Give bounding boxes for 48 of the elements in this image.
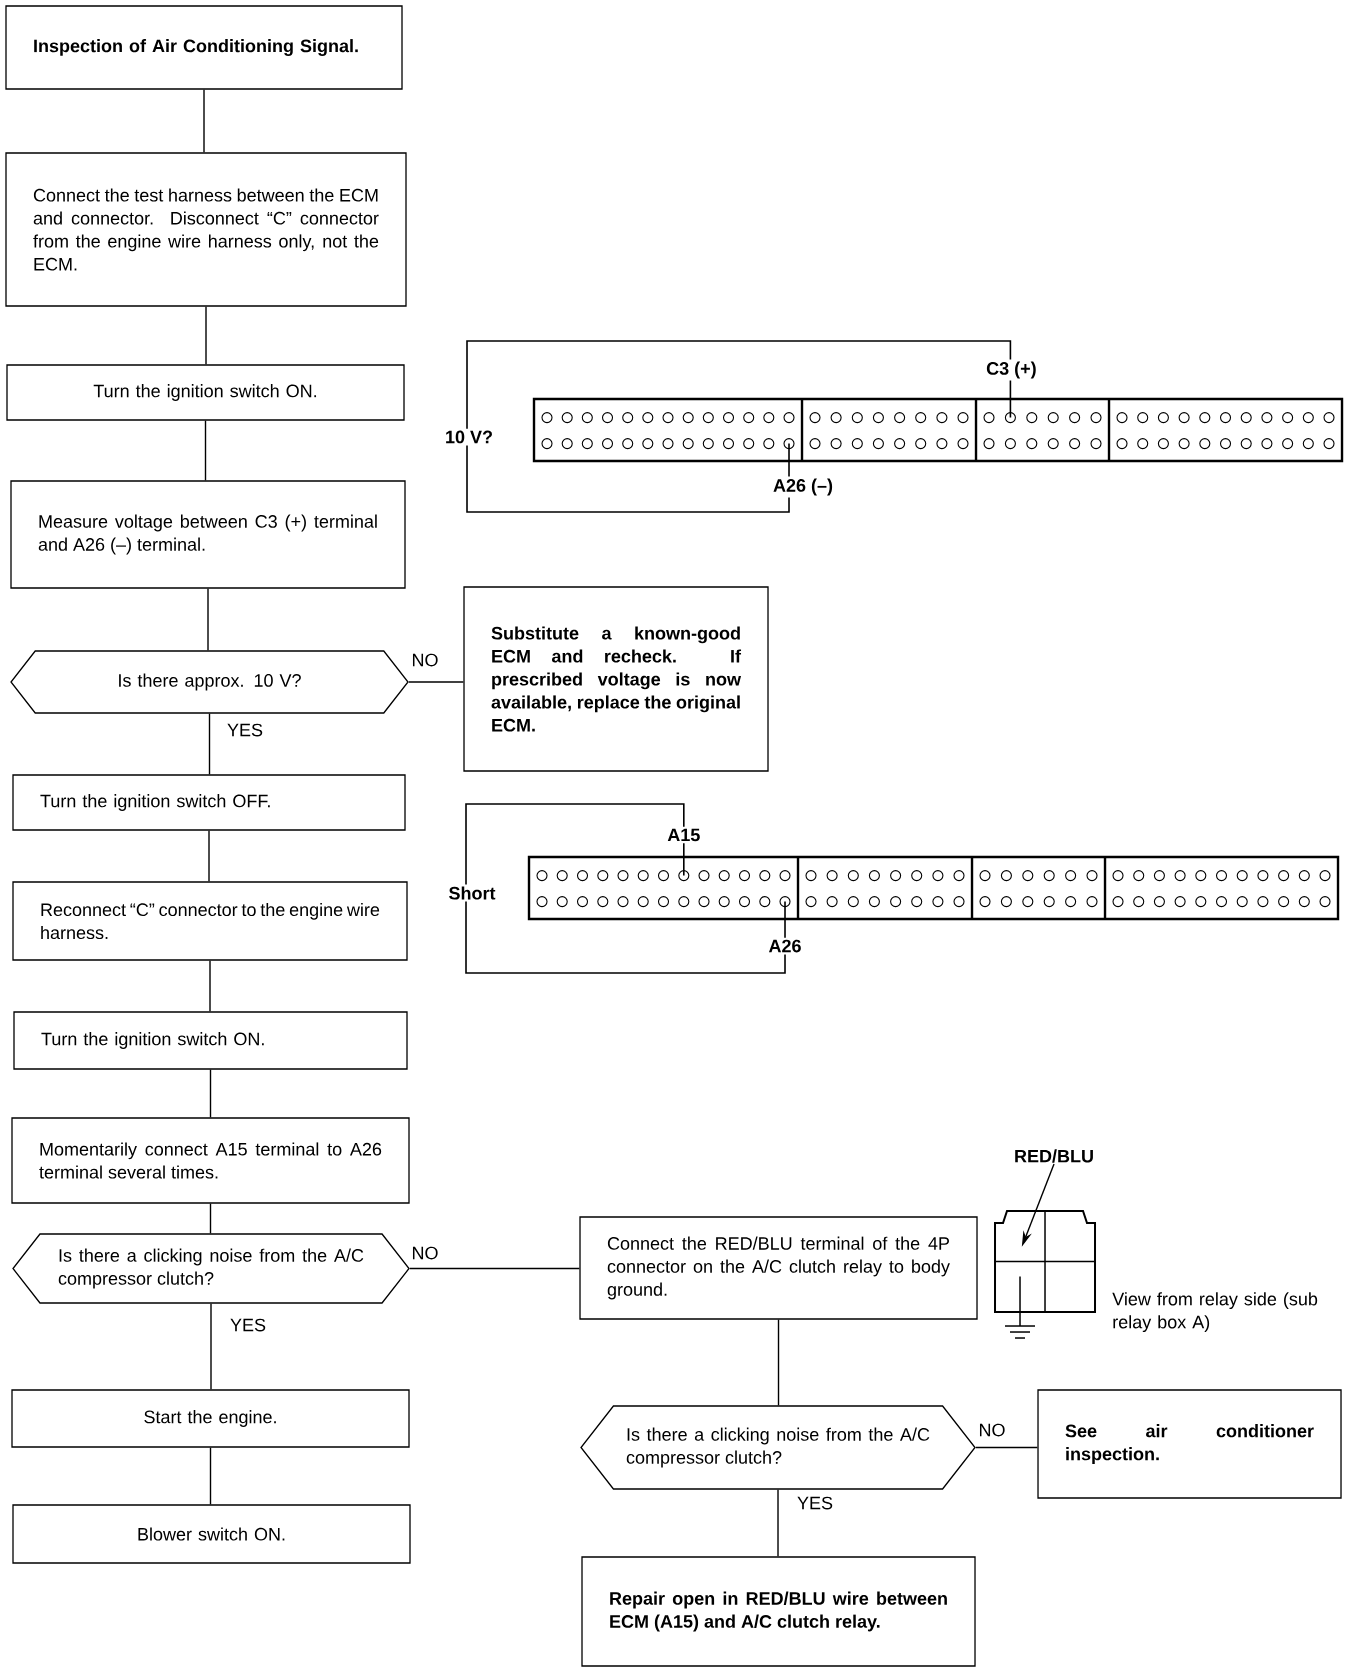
process-box: Reconnect “C” connector to the engine wire harness. (12, 881, 408, 961)
connector-line (409, 1267, 581, 1270)
process-box: Connect the RED/BLU terminal of the 4P connector on the A/C clutch relay to body ground. (579, 1216, 978, 1320)
process-box: Inspection of Air Conditioning Signal. (5, 5, 403, 90)
decision-box: Is there approx. 10 V? (10, 650, 409, 714)
relay-connector-drawing (994, 1210, 1096, 1339)
edge-label: NO (410, 1245, 440, 1261)
connector-line (975, 1446, 1039, 1449)
connector-line (207, 587, 209, 652)
process-box: Momentarily connect A15 terminal to A26 terminal several times. (11, 1117, 410, 1204)
edge-label: YES (226, 722, 264, 738)
wire-color-label: RED/BLU (1015, 1149, 1093, 1163)
connector-line (209, 959, 211, 1013)
process-box: Substitute a known-good ECM and recheck. If prescribed voltage is now available, replace the original ECM. (463, 586, 769, 772)
edge-label: YES (229, 1317, 267, 1333)
pin-label: A15 (665, 826, 703, 844)
process-box: Turn the ignition switch OFF. (12, 774, 406, 831)
edge-label: YES (796, 1495, 834, 1511)
connector-line (203, 88, 205, 154)
connector-line (205, 305, 207, 366)
pin-label: A26 (766, 937, 804, 955)
connector-line (208, 829, 210, 883)
connector-line (208, 712, 211, 776)
connector-line (204, 419, 207, 482)
process-box: Turn the ignition switch ON. (6, 364, 405, 421)
process-box: See air conditioner inspection. (1037, 1389, 1342, 1499)
process-box: Measure voltage between C3 (+) terminal and A26 (–) terminal. (10, 480, 406, 589)
connector-line (209, 1202, 212, 1235)
connector-line (209, 1068, 212, 1119)
jumper-label: Short (446, 884, 498, 902)
process-box: Blower switch ON. (12, 1504, 411, 1564)
process-box: Turn the ignition switch ON. (13, 1011, 408, 1070)
process-box: Connect the test harness between the ECM and connector. Disconnect “C” connector from the engine wire harness only, not the ECM. (5, 152, 407, 307)
connector-line (777, 1318, 780, 1407)
decision-box: Is there a clicking noise from the A/C compressor clutch? (580, 1405, 976, 1490)
connector-line (408, 681, 465, 683)
process-box: Repair open in RED/BLU wire between ECM (A15) and A/C clutch relay. (581, 1556, 976, 1667)
view-caption: View from relay side (sub relay box A) (1112, 1292, 1318, 1332)
edge-label: NO (977, 1422, 1007, 1438)
connector-line (209, 1446, 212, 1506)
edge-label: NO (410, 652, 440, 668)
pin-label: A26 (–) (771, 476, 835, 498)
process-box: Start the engine. (11, 1389, 410, 1448)
connector-line (777, 1488, 779, 1558)
pin-label: C3 (+) (984, 359, 1039, 381)
decision-box: Is there a clicking noise from the A/C compressor clutch? (12, 1233, 410, 1304)
voltage-label: 10 V? (443, 428, 495, 446)
connector-line (210, 1302, 212, 1391)
